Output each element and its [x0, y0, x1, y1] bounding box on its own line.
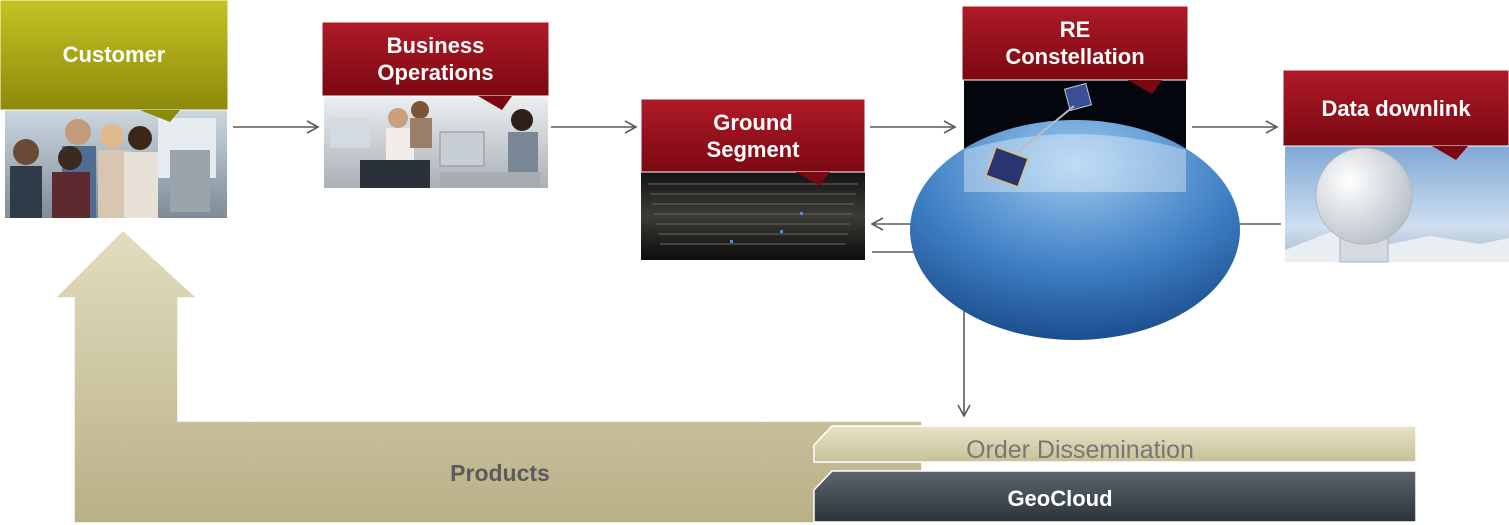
ground-segment-photo	[641, 172, 865, 260]
customer-photo	[5, 110, 227, 218]
re-constellation-photo	[910, 80, 1240, 340]
order-dissemination-band	[813, 425, 1417, 463]
data-downlink-photo	[1285, 146, 1509, 263]
ground-segment-node	[640, 98, 866, 260]
business-operations-photo	[324, 96, 548, 188]
customer-node	[0, 0, 229, 218]
re-constellation-node	[910, 5, 1240, 340]
data-downlink-node	[1282, 69, 1509, 263]
business-operations-node	[321, 21, 550, 188]
products-arrow	[53, 228, 923, 524]
geocloud-band	[813, 470, 1417, 523]
